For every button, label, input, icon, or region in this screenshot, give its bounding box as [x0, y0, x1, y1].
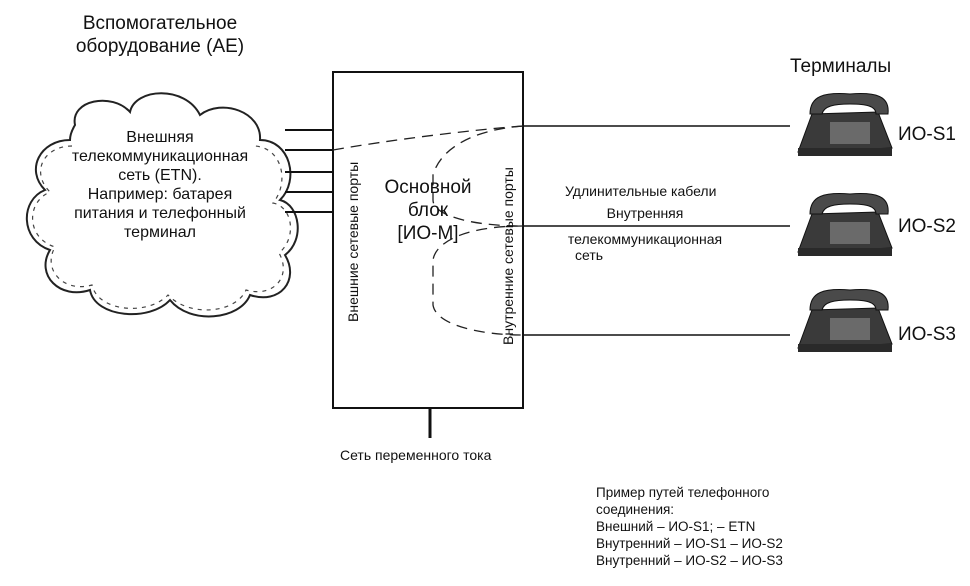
- paths-note-line: соединения:: [596, 502, 675, 517]
- etn-line: Например: батарея: [87, 186, 233, 203]
- main-block-label: Основной блок [ИО-М]: [372, 176, 484, 245]
- main-block-line: [ИО-М]: [397, 223, 459, 244]
- extension-cables-label: Удлинительные кабели: [565, 183, 717, 199]
- ae-title-line: оборудование (AE): [75, 36, 245, 57]
- terminal-lines: [523, 125, 790, 336]
- terminal-label-s2: ИО-S2: [898, 216, 957, 237]
- etn-cloud: [25, 92, 299, 318]
- terminal-label-s3: ИО-S3: [898, 324, 957, 345]
- external-port-lines: [285, 129, 333, 213]
- ac-network-label: Сеть переменного тока: [340, 447, 492, 463]
- etn-line: Внешняя: [126, 129, 194, 146]
- internal-network-line: Внутренняя: [606, 205, 684, 221]
- terminal-label-s1: ИО-S1: [898, 124, 957, 145]
- ae-title-line: Вспомогательное: [82, 13, 238, 34]
- etn-cloud-text: Внешняя телекоммуникационная сеть (ETN).…: [40, 128, 280, 242]
- paths-note-line: Внешний – ИО-S1; – ETN: [596, 519, 756, 534]
- main-block-line: Основной: [384, 177, 472, 198]
- paths-note-line: Внутренний – ИО-S2 – ИО-S3: [596, 553, 783, 568]
- paths-note-line: Пример путей телефонного: [596, 485, 770, 500]
- internal-ports-label: Внутренние сетевые порты: [500, 167, 516, 345]
- connection-paths: [332, 125, 524, 336]
- main-block-frame: [332, 71, 524, 409]
- internal-network-line: сеть: [575, 247, 604, 263]
- paths-note: Пример путей телефонного соединения: Вне…: [596, 484, 783, 569]
- telephone-icon-s1: [797, 93, 893, 156]
- telephone-icon-s3: [797, 289, 893, 352]
- internal-network-label: Внутренняя телекоммуникационная сеть: [550, 202, 740, 266]
- terminals-title: Терминалы: [790, 56, 892, 77]
- etn-line: питания и телефонный: [74, 205, 246, 222]
- etn-line: терминал: [124, 224, 196, 241]
- etn-line: сеть (ETN).: [118, 167, 202, 184]
- ae-title: Вспомогательное оборудование (AE): [60, 12, 260, 58]
- telephone-icon-s2: [797, 193, 893, 256]
- external-ports-label: Внешние сетевые порты: [345, 161, 361, 322]
- paths-note-line: Внутренний – ИО-S1 – ИО-S2: [596, 536, 783, 551]
- internal-network-line: телекоммуникационная: [567, 231, 723, 247]
- etn-line: телекоммуникационная: [71, 148, 249, 165]
- main-block-line: блок: [407, 200, 449, 221]
